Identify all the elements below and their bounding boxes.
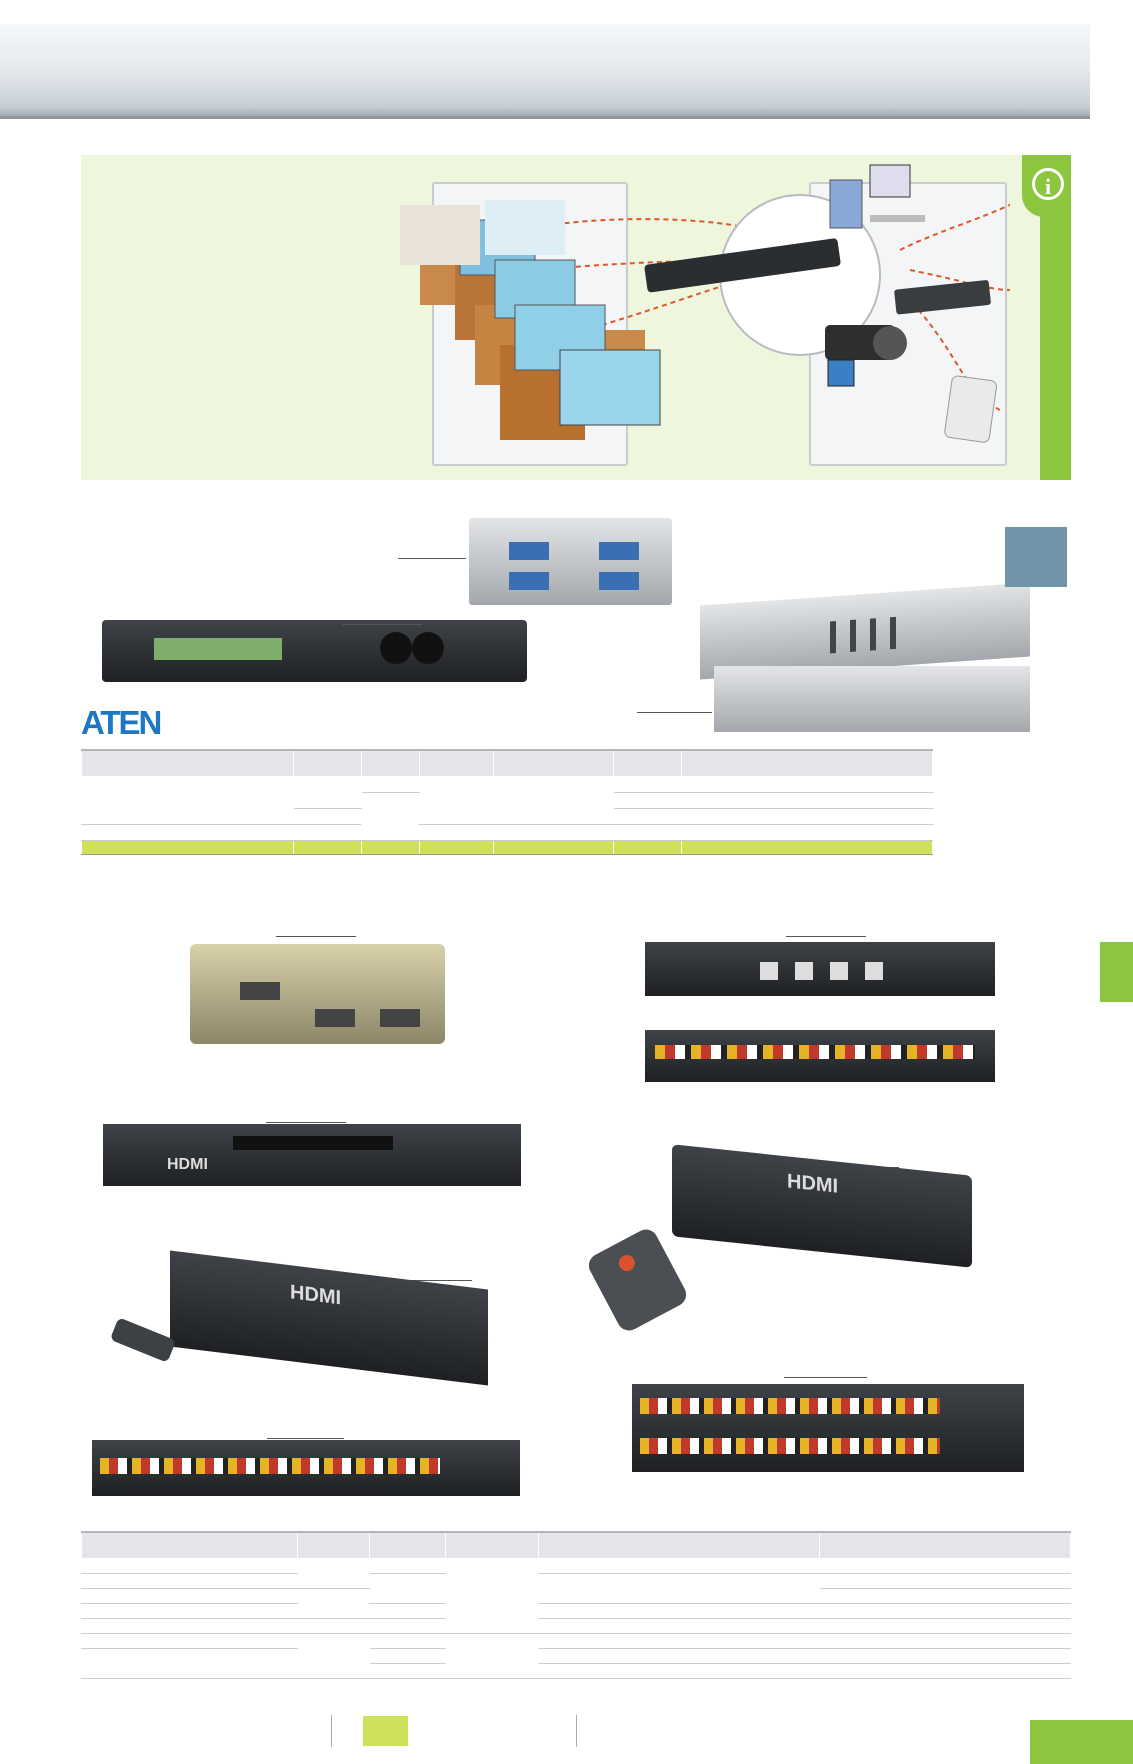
hdmi-logo-text: HDMI [787, 1170, 839, 1198]
callout-line-3 [637, 712, 712, 713]
table-row [82, 807, 933, 825]
product-vga-splitter [190, 944, 445, 1044]
info-icon[interactable]: i [1032, 168, 1064, 200]
table-row [82, 1662, 1071, 1679]
product-av-switch-rear [645, 1030, 995, 1082]
table-row [81, 775, 933, 825]
page-header-band [0, 24, 1090, 118]
product-av-matrix-large [632, 1384, 1024, 1472]
product-hdmi-switch-4port: HDMI [672, 1144, 972, 1268]
footer-divider [331, 1715, 332, 1747]
product-av-switch-front [645, 942, 995, 996]
table-row [81, 1572, 1071, 1604]
aten-logo: ATEN [81, 704, 162, 741]
category-tab[interactable] [1005, 527, 1067, 587]
table-row [81, 1632, 1071, 1679]
hero-illustration [400, 164, 1010, 443]
product-kvm-switch-rear [714, 666, 1030, 732]
table-row [81, 1647, 1071, 1679]
table-row-highlight [81, 839, 933, 855]
hdmi-logo-text: HDMI [167, 1156, 208, 1173]
switch-device [644, 238, 841, 293]
callout-line-2 [342, 624, 422, 625]
spec-table-2 [81, 1531, 1071, 1679]
header-divider [0, 116, 1090, 119]
product-av-matrix-rear [92, 1440, 520, 1496]
footer-divider [576, 1715, 577, 1747]
table-row [81, 1557, 1071, 1634]
product-hdmi-switch-8port: HDMI [170, 1250, 488, 1386]
table-row [81, 1617, 1071, 1634]
spec-table-1 [81, 749, 933, 855]
remote-control-small [109, 1317, 177, 1363]
footer-page-tab[interactable] [1030, 1720, 1133, 1764]
footer-page-marker [363, 1716, 408, 1746]
hdmi-logo-text: HDMI [290, 1281, 342, 1310]
product-hdmi-matrix: HDMI [103, 1124, 521, 1186]
remote-control [584, 1225, 691, 1335]
product-kvm-switch-top [700, 582, 1030, 680]
table-header-row [81, 749, 933, 777]
table-row [81, 823, 933, 841]
section-side-tab[interactable] [1100, 942, 1133, 1002]
callout-line [398, 558, 466, 559]
table-row [81, 1602, 1071, 1619]
table-header-row [81, 1531, 1071, 1559]
product-matrix-switch-front [102, 620, 527, 682]
product-vga-switch-rear [469, 518, 672, 605]
